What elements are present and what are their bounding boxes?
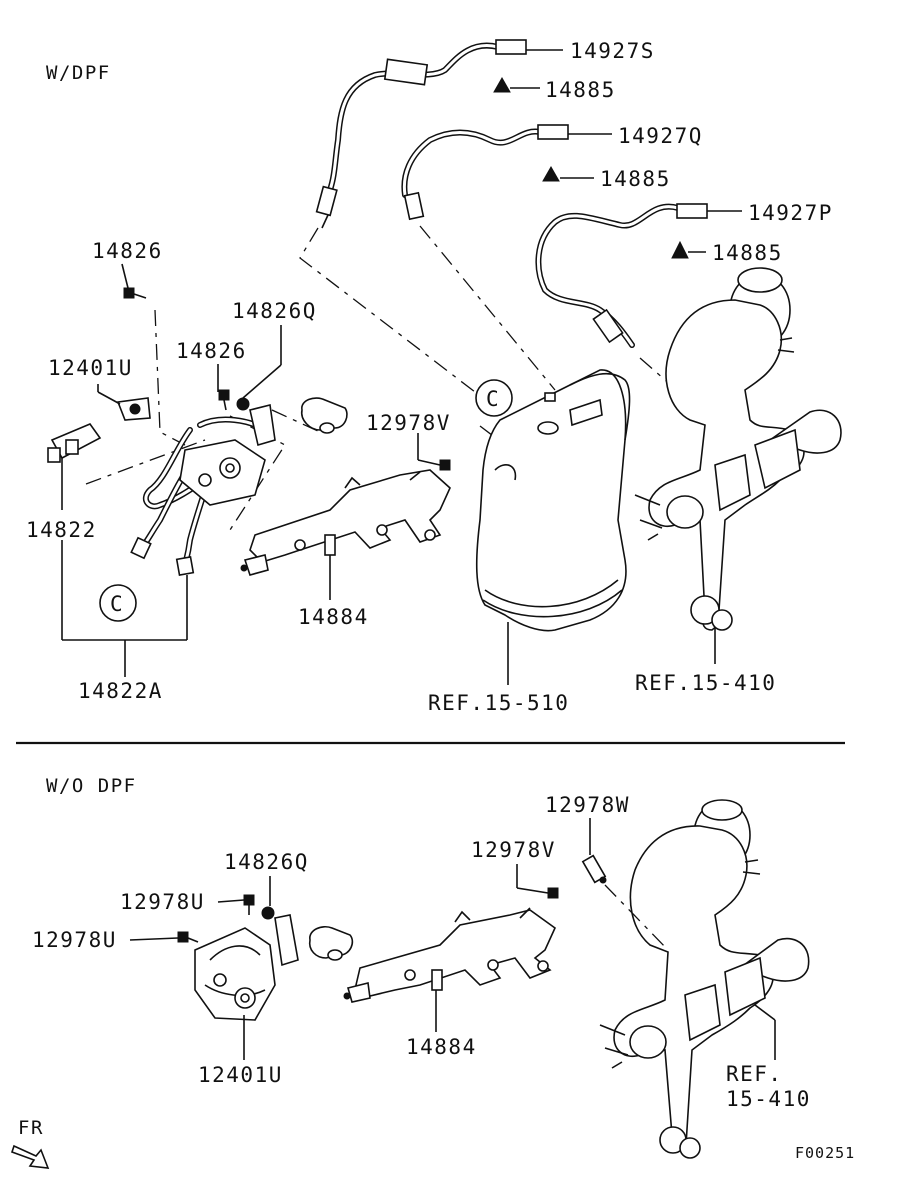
turbo-manifold-bottom — [599, 799, 810, 1159]
label-12401U-bottom: 12401U — [198, 1063, 283, 1087]
dashed-leader-bottom — [604, 884, 669, 951]
callout-circles: C C — [99, 379, 513, 622]
label-14927S: 14927S — [570, 39, 655, 63]
bracket-14884-top — [240, 469, 451, 576]
sensor-assembly-bottom — [177, 854, 607, 1021]
bolt-12978U-a — [243, 894, 255, 906]
label-14927P: 14927P — [748, 201, 833, 225]
front-arrow-icon — [10, 1144, 50, 1169]
bolt-14826-a — [123, 287, 135, 299]
bolt-12978V-bottom — [547, 887, 559, 899]
svg-text:C: C — [110, 592, 124, 616]
label-ref-15-510: REF.15-510 — [428, 691, 569, 715]
label-14826Q-bottom: 14826Q — [224, 850, 309, 874]
leaders-bottom — [129, 818, 776, 1060]
label-ref-15-410-bottom-line2: 15-410 — [726, 1087, 811, 1111]
labels-top: 14927S 14885 14927Q 14885 14927P 14885 1… — [26, 39, 833, 715]
bolt-12978V-top — [439, 459, 451, 471]
sensor-tip-14927P — [592, 308, 624, 344]
callout-circle-top — [475, 379, 513, 417]
front-direction-marker: FR — [10, 1117, 50, 1169]
label-14826-a: 14826 — [92, 239, 163, 263]
section-title-without-dpf: W/O DPF — [46, 775, 137, 797]
label-14822: 14822 — [26, 518, 97, 542]
label-14884-bottom: 14884 — [406, 1035, 477, 1059]
clip-14885-c — [671, 240, 689, 259]
dp-sensor-assembly-top — [47, 287, 451, 577]
leaders-top-left — [61, 263, 716, 685]
label-12978V-top: 12978V — [366, 411, 451, 435]
label-14927Q: 14927Q — [618, 124, 703, 148]
section-title-with-dpf: W/DPF — [46, 62, 111, 84]
label-12978V-bottom: 12978V — [471, 838, 556, 862]
hose-piece-bottom — [308, 925, 354, 959]
bolt-12978U-b — [177, 931, 189, 943]
leaders-top-right — [510, 49, 742, 253]
connector-14927P — [676, 203, 708, 219]
clip-14885-b — [542, 165, 560, 182]
connector-14927S — [495, 39, 527, 55]
sensor-tip-14927Q — [403, 191, 425, 221]
bolt-14826-b — [218, 389, 230, 401]
exhaust-temp-sensor-wires — [315, 39, 708, 348]
label-12978U-a: 12978U — [120, 890, 205, 914]
bracket-14884-bottom — [343, 907, 556, 1003]
label-14884-top: 14884 — [298, 605, 369, 629]
figure-code: F00251 — [795, 1144, 855, 1162]
label-14826Q-top: 14826Q — [232, 299, 317, 323]
labels-bottom: 12978W 12978V 14826Q 12978U 12978U 14884… — [32, 793, 811, 1111]
label-14826-b: 14826 — [176, 339, 247, 363]
label-12978W: 12978W — [545, 793, 630, 817]
label-ref-15-410-bottom-line1: REF. — [726, 1062, 783, 1086]
label-14822A: 14822A — [78, 679, 163, 703]
clip-14885-a — [493, 76, 511, 93]
label-14885-c: 14885 — [712, 241, 783, 265]
label-12978U-b: 12978U — [32, 928, 117, 952]
label-ref-15-410-top: REF.15-410 — [635, 671, 776, 695]
nut-14826Q — [236, 397, 250, 411]
label-12401U-top: 12401U — [48, 356, 133, 380]
callout-circle-left — [99, 584, 137, 622]
clip-14927S — [383, 58, 429, 86]
front-label: FR — [18, 1117, 44, 1139]
connector-14927Q — [537, 124, 569, 140]
label-14885-b: 14885 — [600, 167, 671, 191]
svg-text:C: C — [486, 387, 500, 411]
nut-14826Q-bottom — [261, 906, 275, 920]
sensor-tip-14927S — [315, 185, 338, 217]
dpf-catalyst-body — [475, 369, 631, 632]
label-14885-a: 14885 — [545, 78, 616, 102]
hose-piece-top — [300, 397, 348, 431]
turbo-manifold-top — [634, 267, 842, 631]
